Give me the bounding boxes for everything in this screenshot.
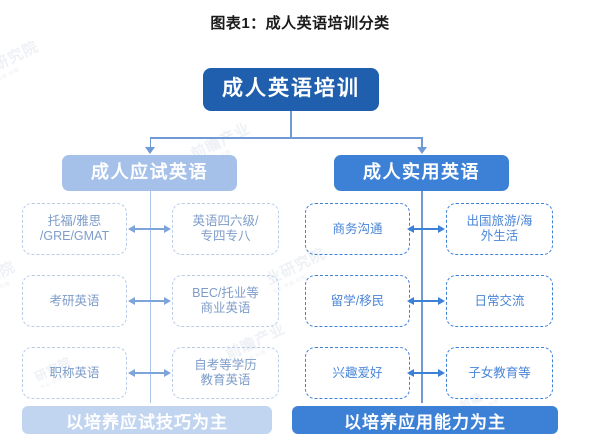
arrow-right-r1-east xyxy=(438,224,445,233)
leaf-right-r3c2[interactable]: 子女教育等 xyxy=(446,347,553,399)
arrow-right-r3-west xyxy=(407,368,414,377)
connector-right-r1 xyxy=(412,228,440,230)
arrow-left-r2-west xyxy=(128,296,135,305)
arrow-left-r1-west xyxy=(128,224,135,233)
connector-root-bus xyxy=(150,137,422,139)
arrow-left-r1-east xyxy=(164,224,171,233)
connector-right-r3 xyxy=(412,372,440,374)
arrow-right-r2-west xyxy=(407,296,414,305)
leaf-left-r3c1[interactable]: 职称英语 xyxy=(22,347,127,399)
node-root[interactable]: 成人英语培训 xyxy=(203,68,379,111)
leaf-left-r2c2[interactable]: BEC/托业等 商业英语 xyxy=(172,275,279,327)
connector-left-spine xyxy=(149,191,151,403)
connector-root-stem xyxy=(290,111,292,138)
leaf-right-r1c2[interactable]: 出国旅游/海 外生活 xyxy=(446,203,553,255)
connector-left-r3 xyxy=(133,372,166,374)
leaf-right-r3c1[interactable]: 兴趣爱好 xyxy=(305,347,410,399)
connector-right-r2 xyxy=(412,300,440,302)
figure-title: 图表1：成人英语培训分类 xyxy=(210,15,390,32)
connector-left-r2 xyxy=(133,300,166,302)
leaf-right-r2c2[interactable]: 日常交流 xyxy=(446,275,553,327)
leaf-left-r1c2[interactable]: 英语四六级/ 专四专八 xyxy=(172,203,279,255)
footer-left: 以培养应试技巧为主 xyxy=(22,406,272,434)
arrow-to-right-branch xyxy=(416,147,427,154)
node-branch-left[interactable]: 成人应试英语 xyxy=(62,155,237,191)
arrow-left-r2-east xyxy=(164,296,171,305)
node-branch-right[interactable]: 成人实用英语 xyxy=(334,155,509,191)
leaf-left-r2c1[interactable]: 考研英语 xyxy=(22,275,127,327)
footer-right: 以培养应用能力为主 xyxy=(292,406,558,434)
leaf-right-r2c1[interactable]: 留学/移民 xyxy=(305,275,410,327)
leaf-left-r1c1[interactable]: 托福/雅思 /GRE/GMAT xyxy=(22,203,127,255)
arrow-right-r1-west xyxy=(407,224,414,233)
leaf-right-r1c1[interactable]: 商务沟通 xyxy=(305,203,410,255)
arrow-right-r2-east xyxy=(438,296,445,305)
connector-left-drop xyxy=(149,137,151,148)
arrow-left-r3-east xyxy=(164,368,171,377)
connector-left-r1 xyxy=(133,228,166,230)
leaf-left-r3c2[interactable]: 自考等学历 教育英语 xyxy=(172,347,279,399)
arrow-to-left-branch xyxy=(145,147,155,154)
connector-right-spine xyxy=(421,191,423,403)
arrow-right-r3-east xyxy=(438,368,445,377)
arrow-left-r3-west xyxy=(128,368,135,377)
connector-right-drop xyxy=(421,137,423,148)
